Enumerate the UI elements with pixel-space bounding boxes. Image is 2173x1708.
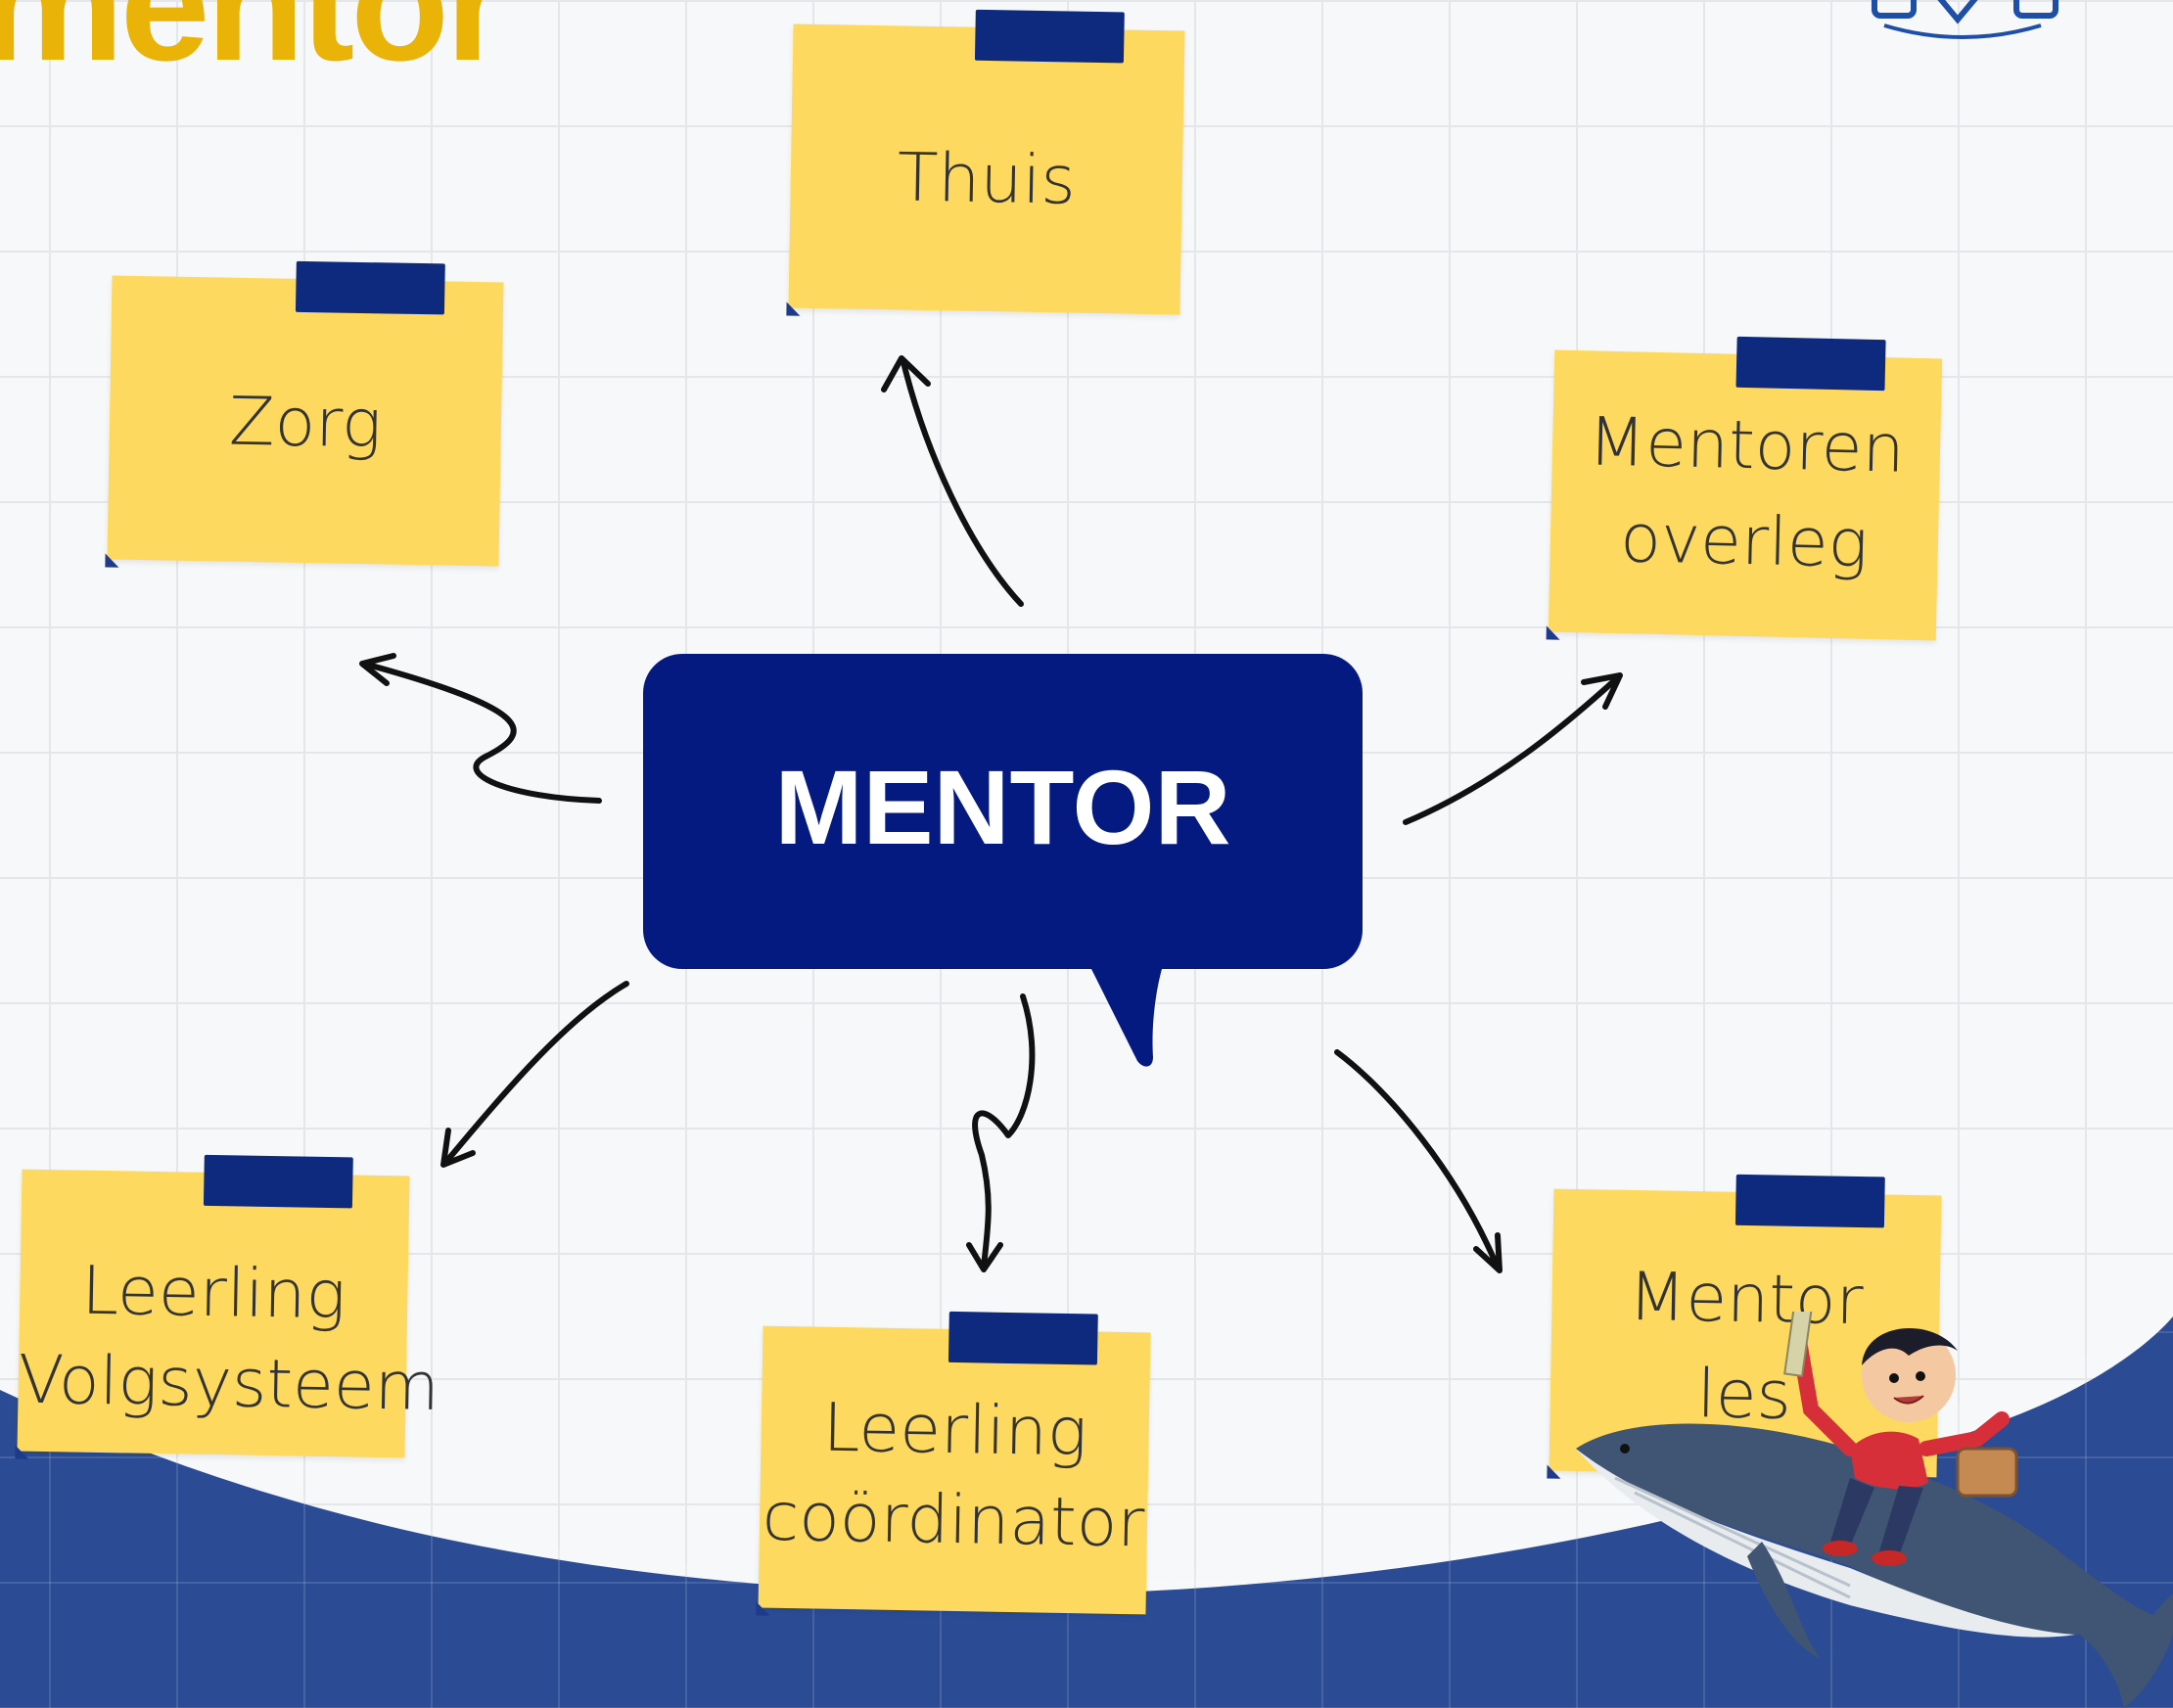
center-speech-bubble bbox=[643, 654, 1363, 969]
arrow-to-leerling-coordinator bbox=[972, 993, 1036, 1270]
note-label: Thuis bbox=[897, 139, 1077, 220]
speech-bubble-tail bbox=[1086, 959, 1165, 1067]
arrow-to-leerling-volgsysteem bbox=[442, 981, 629, 1166]
note-mentoren-overleg: Mentoren overleg bbox=[1546, 336, 1943, 641]
tape-strip bbox=[295, 260, 445, 315]
note-label-line-2: Volgsysteem bbox=[18, 1341, 440, 1427]
arrow-to-mentoren-overleg bbox=[1403, 674, 1621, 825]
note-leerling-volgsysteem: Leerling Volgsysteem bbox=[15, 1154, 440, 1459]
arrow-to-zorg bbox=[361, 661, 602, 804]
tape-strip bbox=[974, 9, 1125, 64]
note-corner-fold bbox=[1546, 625, 1560, 640]
note-label-line-1: Leerling bbox=[822, 1389, 1088, 1472]
note-corner-fold bbox=[756, 1601, 770, 1616]
note-corner-fold bbox=[15, 1445, 29, 1459]
tape-strip bbox=[1734, 1174, 1885, 1228]
center-label: MENTOR bbox=[774, 748, 1231, 866]
tape-strip bbox=[203, 1154, 353, 1209]
note-leerling-coordinator: Leerling coördinator bbox=[756, 1311, 1151, 1616]
note-corner-fold bbox=[105, 553, 119, 568]
page-title: mentor bbox=[0, 0, 508, 94]
note-label: Zorg bbox=[228, 383, 383, 464]
tape-strip bbox=[948, 1311, 1098, 1365]
note-label-line-1: Leerling bbox=[80, 1252, 347, 1335]
arrow-to-mentor-les bbox=[1334, 1049, 1501, 1270]
note-label-line-2: coördinator bbox=[762, 1478, 1145, 1563]
note-corner-fold bbox=[786, 301, 801, 316]
note-zorg: Zorg bbox=[105, 260, 504, 568]
whale-rider-illustration bbox=[1576, 1312, 2173, 1708]
note-thuis: Thuis bbox=[786, 9, 1185, 316]
school-logo-icon bbox=[1872, 0, 2058, 39]
tape-strip bbox=[1735, 336, 1886, 392]
note-label-line-2: overleg bbox=[1619, 500, 1870, 583]
note-label-line-1: Mentoren bbox=[1587, 403, 1906, 488]
arrow-to-thuis bbox=[901, 359, 1024, 607]
